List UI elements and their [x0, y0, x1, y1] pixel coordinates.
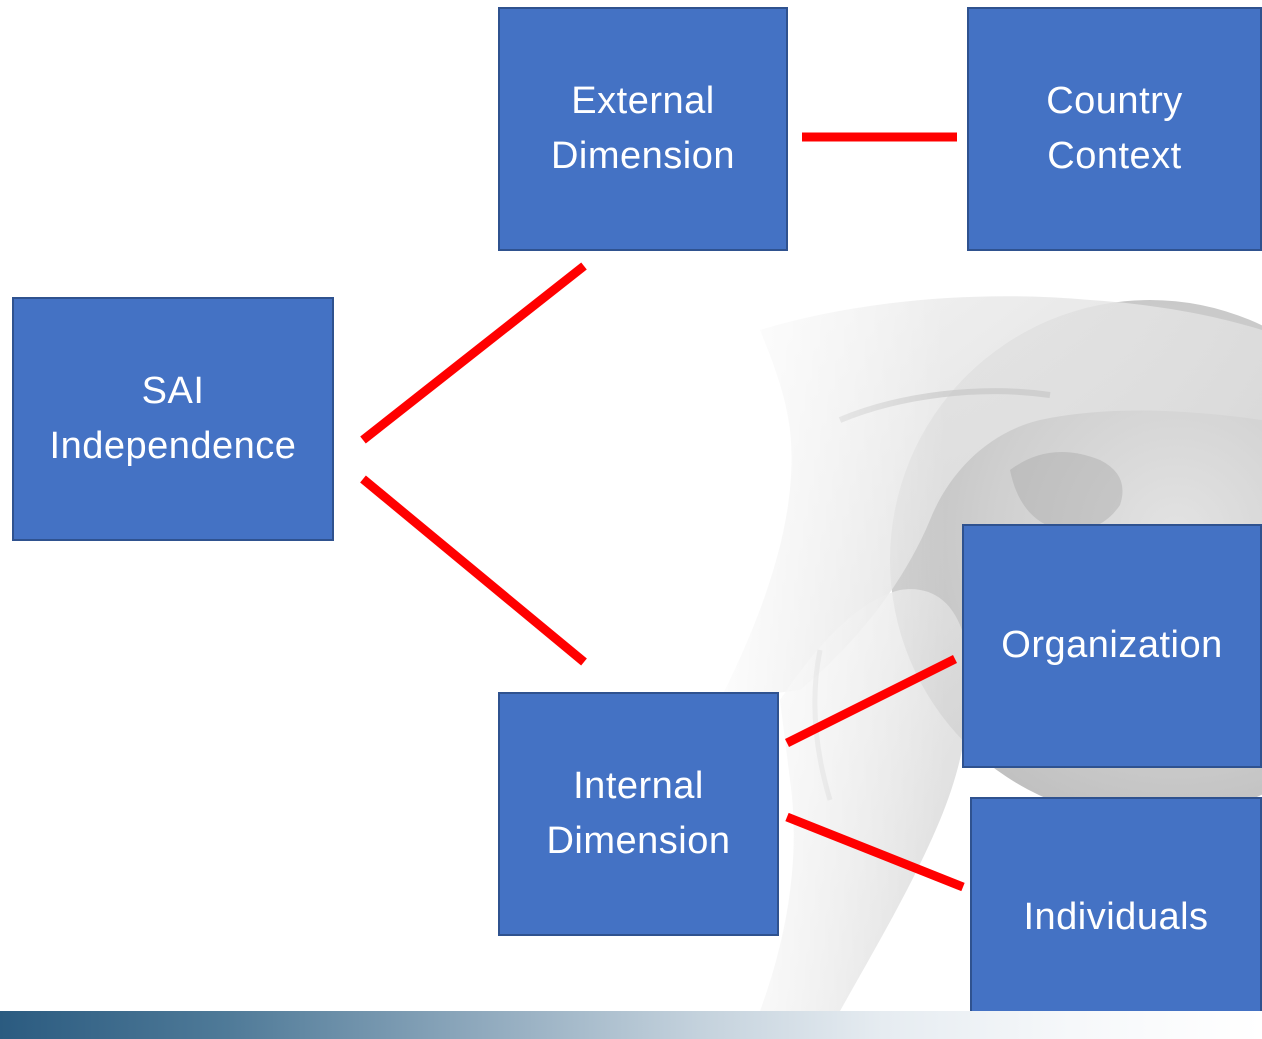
- node-individuals: Individuals: [970, 797, 1262, 1039]
- connector-sai-to-external: [360, 262, 587, 444]
- node-country-context: Country Context: [967, 7, 1262, 251]
- node-sai-independence: SAI Independence: [12, 297, 334, 541]
- connector-sai-to-internal: [360, 475, 587, 666]
- node-external-dimension: External Dimension: [498, 7, 788, 251]
- node-country-context-label: Country Context: [1046, 79, 1183, 177]
- node-individuals-label: Individuals: [1023, 896, 1209, 939]
- node-sai-independence-label: SAI Independence: [49, 369, 297, 467]
- node-internal-dimension-label: Internal Dimension: [546, 764, 731, 862]
- connector-internal-to-individuals: [785, 812, 965, 892]
- footer-gradient-bar: [0, 1011, 1262, 1039]
- node-organization: Organization: [962, 524, 1262, 768]
- connector-internal-to-organization: [784, 654, 958, 748]
- node-internal-dimension: Internal Dimension: [498, 692, 779, 936]
- node-external-dimension-label: External Dimension: [550, 79, 736, 177]
- node-organization-label: Organization: [1001, 624, 1223, 667]
